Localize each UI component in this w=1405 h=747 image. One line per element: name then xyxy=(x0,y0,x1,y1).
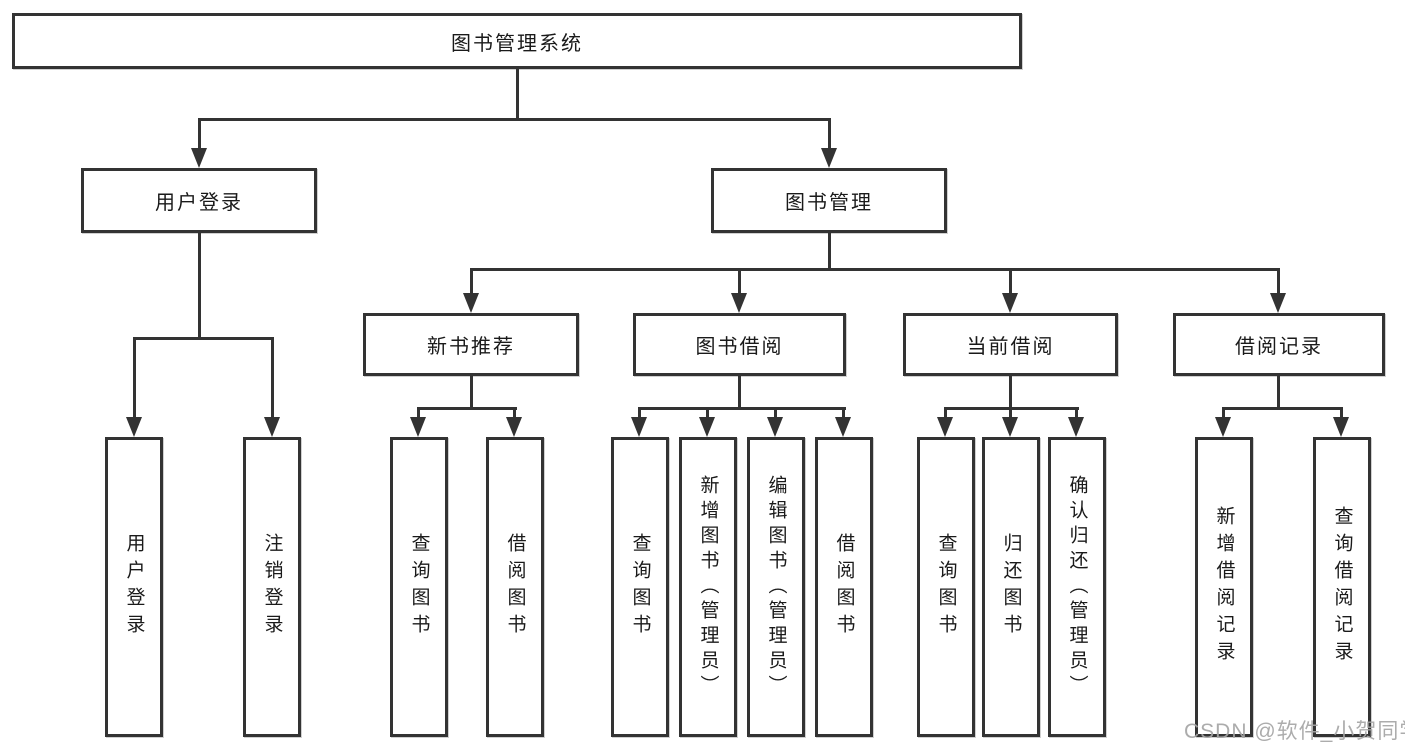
leaf-add-borrow-record: 新增借阅记录 xyxy=(1195,437,1253,737)
leaf-edit-book-admin-label: 编辑图书（管理员） xyxy=(765,474,787,700)
connector-line xyxy=(470,268,473,295)
arrow-down-icon xyxy=(506,417,522,437)
connector-line xyxy=(133,337,136,417)
connector-line xyxy=(133,337,274,340)
connector-line xyxy=(271,337,274,417)
node-user-login-label: 用户登录 xyxy=(155,192,243,214)
leaf-borrow-books-recommend: 借阅图书 xyxy=(486,437,544,737)
connector-line xyxy=(1222,407,1343,410)
connector-line xyxy=(417,407,517,410)
node-current-borrow-label: 当前借阅 xyxy=(966,336,1055,358)
connector-line xyxy=(828,233,831,268)
arrow-down-icon xyxy=(1002,417,1018,437)
node-new-book-recommend: 新书推荐 xyxy=(363,313,579,376)
connector-line xyxy=(706,407,709,419)
arrow-down-icon xyxy=(410,417,426,437)
connector-line xyxy=(470,376,473,407)
leaf-query-books-current-label: 查询图书 xyxy=(935,533,957,641)
connector-line xyxy=(1075,407,1078,419)
node-current-borrow: 当前借阅 xyxy=(903,313,1118,376)
connector-line xyxy=(1277,268,1280,295)
arrow-down-icon xyxy=(821,148,837,168)
connector-line xyxy=(1340,407,1343,419)
leaf-query-books-recommend: 查询图书 xyxy=(390,437,448,737)
connector-line xyxy=(470,268,1280,271)
leaf-query-books-borrow: 查询图书 xyxy=(611,437,669,737)
arrow-down-icon xyxy=(126,417,142,437)
connector-line xyxy=(513,407,516,419)
leaf-user-login-label: 用户登录 xyxy=(123,533,145,641)
connector-line xyxy=(417,407,420,419)
leaf-query-borrow-record: 查询借阅记录 xyxy=(1313,437,1371,737)
leaf-borrow-books-label: 借阅图书 xyxy=(833,533,855,641)
connector-line xyxy=(774,407,777,419)
connector-line xyxy=(842,407,845,419)
leaf-logout: 注销登录 xyxy=(243,437,301,737)
leaf-borrow-books-recommend-label: 借阅图书 xyxy=(504,533,526,641)
leaf-logout-label: 注销登录 xyxy=(261,533,283,641)
connector-line xyxy=(1009,407,1012,419)
leaf-add-book-admin: 新增图书（管理员） xyxy=(679,437,737,737)
connector-line xyxy=(1222,407,1225,419)
arrow-down-icon xyxy=(1215,417,1231,437)
connector-line xyxy=(516,69,519,118)
leaf-return-book: 归还图书 xyxy=(982,437,1040,737)
connector-line xyxy=(198,233,201,337)
connector-line xyxy=(198,118,201,150)
arrow-down-icon xyxy=(835,417,851,437)
leaf-add-book-admin-label: 新增图书（管理员） xyxy=(697,474,719,700)
arrow-down-icon xyxy=(191,148,207,168)
connector-line xyxy=(738,376,741,407)
leaf-user-login: 用户登录 xyxy=(105,437,163,737)
node-root-system: 图书管理系统 xyxy=(12,13,1022,69)
csdn-watermark: CSDN @软件_小贺同学 xyxy=(1184,720,1405,743)
node-new-book-recommend-label: 新书推荐 xyxy=(427,336,515,358)
arrow-down-icon xyxy=(1333,417,1349,437)
leaf-confirm-return-admin-label: 确认归还（管理员） xyxy=(1066,474,1088,700)
connector-line xyxy=(1009,376,1012,407)
leaf-query-books-current: 查询图书 xyxy=(917,437,975,737)
connector-line xyxy=(1009,268,1012,295)
node-book-management: 图书管理 xyxy=(711,168,947,233)
connector-line xyxy=(638,407,846,410)
connector-line xyxy=(638,407,641,419)
node-user-login: 用户登录 xyxy=(81,168,317,233)
connector-line xyxy=(738,268,741,295)
leaf-query-borrow-record-label: 查询借阅记录 xyxy=(1331,506,1353,668)
connector-line xyxy=(198,118,830,121)
node-root-label: 图书管理系统 xyxy=(451,32,583,55)
node-book-borrow-label: 图书借阅 xyxy=(695,336,784,358)
arrow-down-icon xyxy=(699,417,715,437)
connector-line xyxy=(828,118,831,150)
leaf-add-borrow-record-label: 新增借阅记录 xyxy=(1213,506,1235,668)
arrow-down-icon xyxy=(264,417,280,437)
leaf-confirm-return-admin: 确认归还（管理员） xyxy=(1048,437,1106,737)
arrow-down-icon xyxy=(631,417,647,437)
arrow-down-icon xyxy=(937,417,953,437)
arrow-down-icon xyxy=(463,293,479,313)
leaf-borrow-books: 借阅图书 xyxy=(815,437,873,737)
node-book-borrow: 图书借阅 xyxy=(633,313,846,376)
arrow-down-icon xyxy=(1002,293,1018,313)
leaf-query-books-borrow-label: 查询图书 xyxy=(629,533,651,641)
node-borrow-records: 借阅记录 xyxy=(1173,313,1385,376)
node-book-management-label: 图书管理 xyxy=(785,192,873,214)
node-borrow-records-label: 借阅记录 xyxy=(1235,336,1323,358)
leaf-query-books-recommend-label: 查询图书 xyxy=(408,533,430,641)
arrow-down-icon xyxy=(1270,293,1286,313)
leaf-return-book-label: 归还图书 xyxy=(1000,533,1022,641)
connector-line xyxy=(1277,376,1280,407)
arrow-down-icon xyxy=(1068,417,1084,437)
leaf-edit-book-admin: 编辑图书（管理员） xyxy=(747,437,805,737)
connector-line xyxy=(944,407,947,419)
arrow-down-icon xyxy=(731,293,747,313)
arrow-down-icon xyxy=(767,417,783,437)
